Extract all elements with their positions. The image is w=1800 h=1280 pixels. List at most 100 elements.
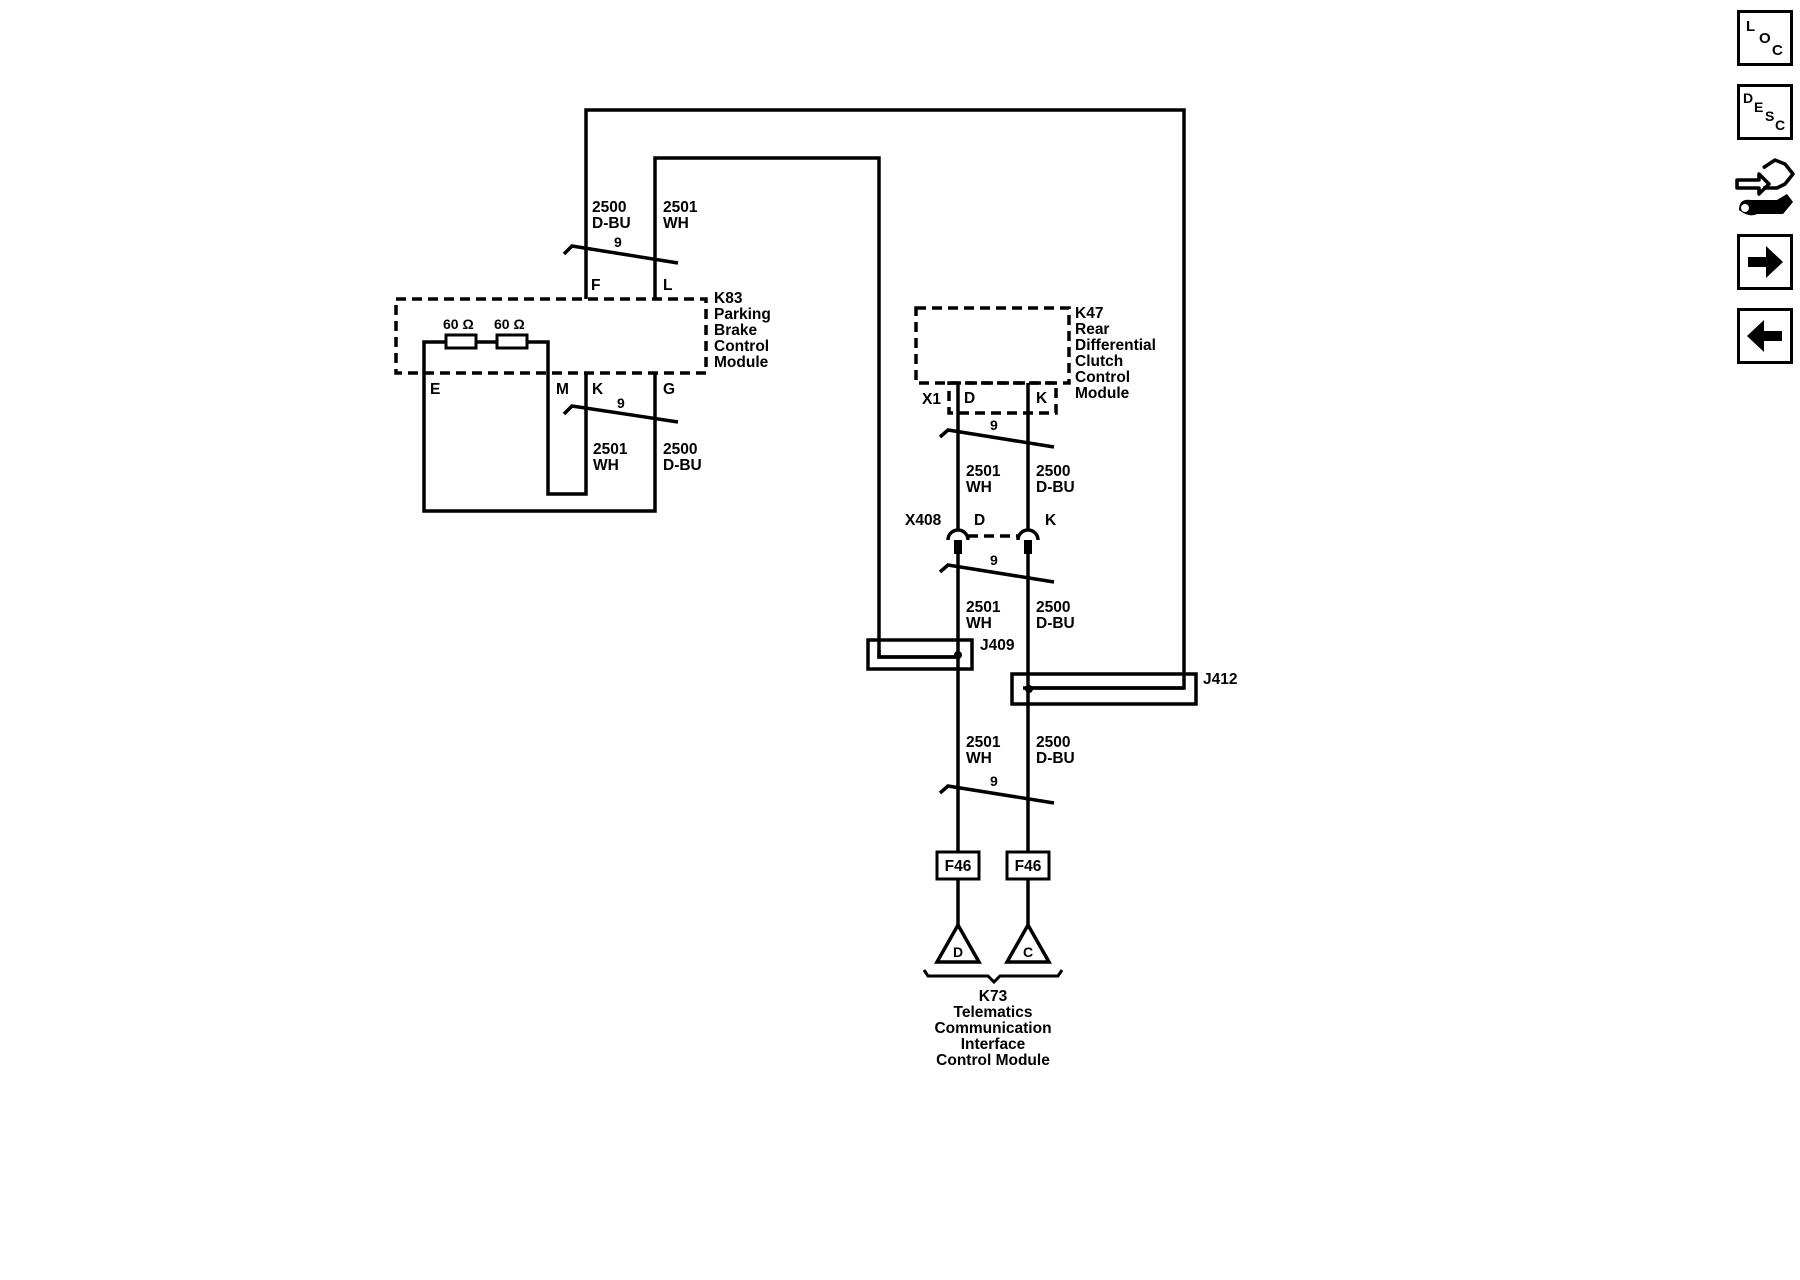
loc-letter-o: O: [1759, 30, 1771, 47]
seg1-twist-mark: [938, 428, 1055, 449]
k83-pin-k: K: [592, 381, 604, 398]
k47-connector-x1: X1: [922, 391, 941, 408]
k83-lower-circuit-2501: 2501: [593, 441, 628, 458]
ref-triangle-c: [1003, 921, 1053, 964]
k83-lower-color-dbu: D-BU: [663, 457, 702, 474]
k73-name-line3: Interface: [961, 1036, 1026, 1053]
k83-name-line3: Control: [714, 338, 769, 355]
j409-inner-bar: [877, 650, 958, 659]
seg1-circuit-2500: 2500: [1036, 463, 1070, 480]
k47-x1-connector-box: [947, 381, 1058, 415]
k47-module-box: [914, 306, 1071, 385]
seg2-color-dbu: D-BU: [1036, 615, 1075, 632]
connector-tool-icon: [1735, 158, 1795, 216]
next-arrow-button[interactable]: [1737, 234, 1793, 290]
k73-brace: [922, 969, 1064, 985]
seg1-color-dbu: D-BU: [1036, 479, 1075, 496]
k83-name-line4: Module: [714, 354, 769, 371]
x408-male-k: [1024, 540, 1032, 554]
k83-pin-f: F: [591, 277, 600, 294]
seg3-twist-9: 9: [990, 773, 998, 789]
ref-triangle-c-label: C: [1023, 944, 1033, 960]
k83-module-box: [394, 297, 708, 375]
k47-name-line5: Module: [1075, 385, 1130, 402]
k83-pin-e: E: [430, 381, 440, 398]
x408-pin-d: D: [974, 512, 985, 529]
wire-2501-top-loop: [653, 156, 960, 659]
k83-upper-circuit-2500: 2500: [592, 199, 626, 216]
k83-id: K83: [714, 290, 743, 307]
f46-ref-box-right: [1005, 850, 1051, 881]
j409-label: J409: [980, 637, 1015, 654]
seg2-twist-mark: [938, 563, 1055, 584]
k83-lower-twist-mark: [562, 404, 679, 424]
k83-upper-color-dbu: D-BU: [592, 215, 631, 232]
k83-pin-m: M: [556, 381, 569, 398]
seg3-color-wh: WH: [966, 750, 992, 767]
loc-button[interactable]: L O C: [1737, 10, 1793, 66]
f46-ref-box-left: [935, 850, 981, 881]
x408-pin-k: K: [1045, 512, 1057, 529]
k47-pin-k: K: [1036, 390, 1048, 407]
seg1-color-wh: WH: [966, 479, 992, 496]
ref-triangle-d: [933, 921, 983, 964]
k83-upper-circuit-2501: 2501: [663, 199, 698, 216]
j409-splice-dot: [954, 651, 962, 659]
j412-splice-dot: [1025, 685, 1033, 693]
k73-id: K73: [979, 988, 1008, 1005]
k83-resistor-1: [444, 333, 478, 350]
x408-male-d: [954, 540, 962, 554]
seg3-circuit-2500: 2500: [1036, 734, 1070, 751]
j412-splice-box: [1010, 672, 1198, 706]
left-arrow-icon: [1747, 320, 1782, 352]
right-arrow-icon: [1748, 246, 1783, 278]
k83-upper-twist-mark: [562, 244, 679, 265]
k83-upper-twist-9: 9: [614, 234, 622, 250]
k83-resistor-2: [495, 333, 529, 350]
j409-splice-box: [866, 638, 974, 671]
seg2-color-wh: WH: [966, 615, 992, 632]
k83-lower-loop-outer: [422, 373, 657, 513]
seg2-twist-9: 9: [990, 552, 998, 568]
k47-name-line4: Control: [1075, 369, 1130, 386]
k83-lower-color-wh: WH: [593, 457, 619, 474]
k47-name-line3: Clutch: [1075, 353, 1123, 370]
k83-resistor-1-label: 60 Ω: [443, 316, 474, 332]
desc-letter-c: C: [1775, 117, 1785, 133]
seg3-twist-mark: [938, 784, 1055, 805]
k73-name-line1: Telematics: [954, 1004, 1033, 1021]
seg3-circuit-2501: 2501: [966, 734, 1001, 751]
k83-lower-twist-9: 9: [617, 395, 625, 411]
j412-label: J412: [1203, 671, 1237, 688]
loc-letter-c: C: [1772, 42, 1783, 59]
k83-pin-g: G: [663, 381, 675, 398]
x408-female-k: [1016, 528, 1040, 541]
seg3-color-dbu: D-BU: [1036, 750, 1075, 767]
prev-arrow-button[interactable]: [1737, 308, 1793, 364]
f46-ref-right: F46: [1015, 858, 1042, 875]
k73-name-line2: Communication: [934, 1020, 1051, 1037]
k83-resistor-2-label: 60 Ω: [494, 316, 525, 332]
k83-name-line2: Brake: [714, 322, 757, 339]
seg1-circuit-2501: 2501: [966, 463, 1001, 480]
seg2-circuit-2501: 2501: [966, 599, 1001, 616]
k83-pin-l: L: [663, 277, 672, 294]
k83-lower-loop-inner: [546, 373, 588, 496]
k47-id: K47: [1075, 305, 1103, 322]
loc-letter-l: L: [1746, 18, 1755, 35]
f46-ref-left: F46: [945, 858, 972, 875]
connector-tool-button[interactable]: [1733, 154, 1797, 220]
k47-pin-d: D: [964, 390, 975, 407]
desc-button[interactable]: D E S C: [1737, 84, 1793, 140]
k47-name-line1: Rear: [1075, 321, 1109, 338]
x408-label: X408: [905, 512, 942, 529]
seg2-circuit-2500: 2500: [1036, 599, 1070, 616]
desc-letter-e: E: [1754, 99, 1763, 115]
x408-female-d: [946, 528, 970, 541]
k83-lower-circuit-2500: 2500: [663, 441, 697, 458]
k83-name-line1: Parking: [714, 306, 771, 323]
seg1-twist-9: 9: [990, 417, 998, 433]
desc-letter-d: D: [1743, 90, 1753, 106]
k83-resistor-wire: [422, 340, 550, 373]
